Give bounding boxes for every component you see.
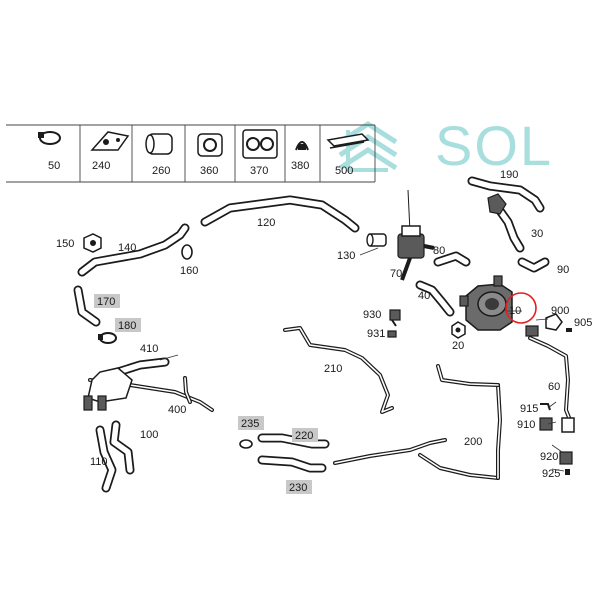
legend-label-380: 380: [291, 160, 309, 172]
part-fitting-top-icon: [487, 193, 507, 215]
spring-clip-icon: [295, 141, 309, 151]
part-400-frame-icon: [83, 367, 133, 411]
legend-label-240: 240: [92, 160, 110, 172]
part-925-screw-icon: [565, 469, 570, 475]
part-150-nut-icon: [83, 233, 102, 253]
callout-905: 905: [574, 317, 592, 329]
callout-920: 920: [540, 451, 558, 463]
callout-110: 110: [90, 456, 108, 468]
callout-120: 120: [257, 217, 275, 229]
legend-item-380: 380: [291, 141, 309, 172]
part-130-sleeve-icon: [366, 233, 387, 247]
callout-180-box: 180: [115, 318, 141, 332]
leader-lines: [159, 247, 565, 472]
pipes: [88, 326, 572, 480]
callout-90: 90: [557, 264, 569, 276]
callout-230: 230: [289, 482, 307, 494]
callout-925: 925: [542, 468, 560, 480]
part-180-clamp-icon: [98, 332, 117, 344]
callout-100: 100: [140, 429, 158, 441]
callout-170-box: 170: [94, 294, 120, 308]
callout-180: 180: [118, 320, 136, 332]
part-910-sensor-icon: [539, 417, 575, 433]
callout-931: 931: [367, 328, 385, 340]
legend-item-50: 50: [38, 131, 61, 172]
logo-text: SOL: [435, 114, 553, 177]
callout-220: 220: [295, 430, 313, 442]
callout-80: 80: [433, 245, 445, 257]
callout-235-box: 235: [238, 416, 264, 430]
sleeve-icon: [145, 133, 173, 155]
legend-item-370: 370: [242, 129, 278, 177]
callout-235: 235: [241, 418, 259, 430]
callout-30: 30: [531, 228, 543, 240]
highlight-ring: [505, 292, 537, 324]
legend-item-500: 500: [326, 133, 370, 177]
callout-930: 930: [363, 309, 381, 321]
legend-item-240: 240: [90, 131, 130, 172]
callout-170: 170: [97, 296, 115, 308]
bracket-icon: [90, 131, 130, 151]
callout-910: 910: [517, 419, 535, 431]
callout-20: 20: [452, 340, 464, 352]
tie-strap-icon: [326, 133, 370, 149]
callout-220-box: 220: [292, 428, 318, 442]
part-931-screw-icon: [387, 330, 397, 338]
callout-10: 10: [509, 305, 521, 317]
legend-item-260: 260: [145, 133, 173, 177]
holder-block-icon: [242, 129, 278, 159]
callout-410: 410: [140, 343, 158, 355]
part-905-screw-icon: [566, 328, 572, 332]
part-160-washer-icon: [181, 244, 193, 260]
hoses: [73, 176, 550, 493]
clamp-icon: [38, 131, 61, 145]
logo-mark-icon: [338, 121, 398, 172]
callout-labels: 10 20 30 40 60 70 80 90 100 110 120 130 …: [56, 169, 592, 494]
callout-210: 210: [324, 363, 342, 375]
callout-60: 60: [548, 381, 560, 393]
part-920-bracket-icon: [559, 451, 573, 465]
callout-160: 160: [180, 265, 198, 277]
legend-label-260: 260: [152, 165, 170, 177]
legend-item-360: 360: [197, 133, 223, 177]
parts: [83, 189, 575, 475]
part-70-valve-icon: [397, 189, 435, 281]
sol-logo: SOL: [338, 114, 553, 177]
callout-70: 70: [390, 268, 402, 280]
legend-table: 50 240 260 360: [6, 124, 376, 183]
callout-140: 140: [118, 242, 136, 254]
callout-150: 150: [56, 238, 74, 250]
part-915-clip-icon: [540, 403, 551, 411]
legend-label-50: 50: [48, 160, 60, 172]
legend-label-500: 500: [335, 165, 353, 177]
part-235-clamp-icon: [239, 439, 253, 449]
legend-label-360: 360: [200, 165, 218, 177]
callout-400: 400: [168, 404, 186, 416]
callout-230-box: 230: [286, 480, 312, 494]
callout-130: 130: [337, 250, 355, 262]
callout-915: 915: [520, 403, 538, 415]
callout-900: 900: [551, 305, 569, 317]
part-900-connector-icon: [525, 313, 563, 337]
callout-200: 200: [464, 436, 482, 448]
part-20-nut-icon: [451, 321, 466, 339]
grommet-icon: [197, 133, 223, 157]
callout-190: 190: [500, 169, 518, 181]
part-930-fitting-icon: [389, 309, 401, 327]
legend-label-370: 370: [250, 165, 268, 177]
part-10-pump-icon: [459, 275, 513, 331]
callout-40: 40: [418, 290, 430, 302]
